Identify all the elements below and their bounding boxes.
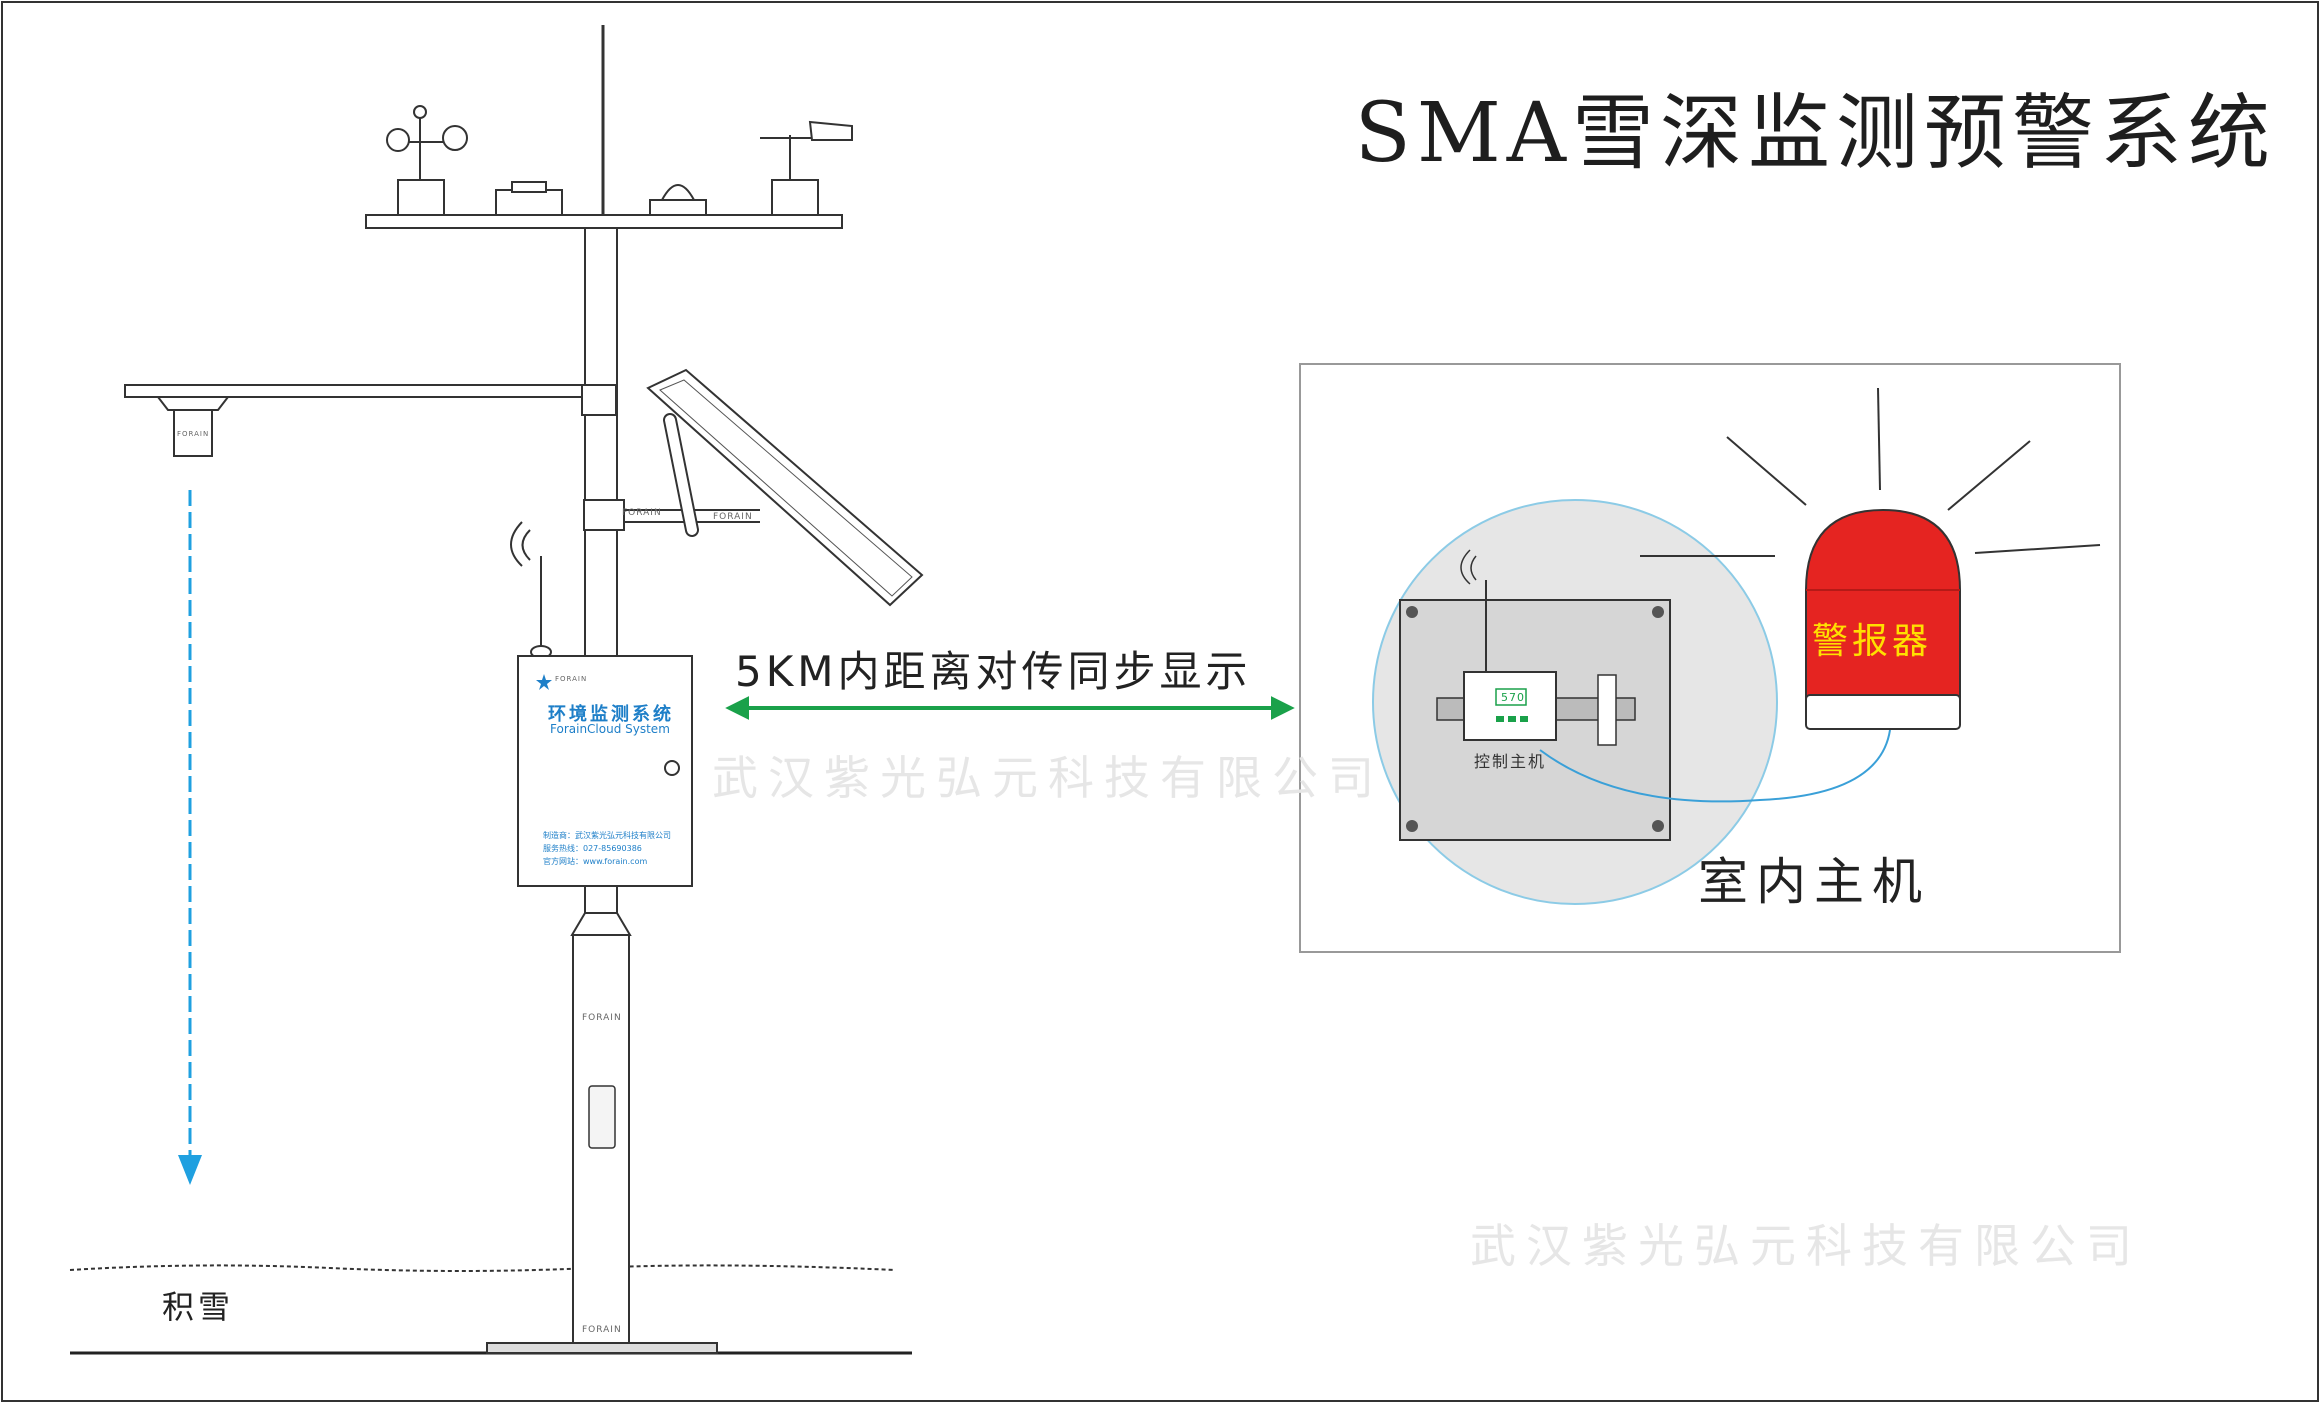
alarm-label: 警报器 (1812, 621, 1933, 662)
control-cabinet (517, 655, 693, 887)
arm-brand: FORAIN (622, 508, 662, 518)
cabinet-phone: 服务热线：027-85690386 (543, 844, 642, 853)
controller-display (1495, 688, 1527, 706)
cabinet-brand: FORAIN (555, 675, 588, 683)
cabinet-website: 官方网站：www.forain.com (543, 857, 648, 866)
page-title: SMA雪深监测预警系统 (1354, 86, 2276, 181)
link-label: 5KM内距离对传同步显示 (735, 647, 1252, 696)
controller-unit (1463, 671, 1557, 741)
anemometer-sensor (386, 105, 468, 216)
pole-brand: FORAIN (582, 1013, 622, 1023)
alarm-ray (1877, 387, 1881, 491)
sensor-brand: FORAIN (177, 430, 210, 438)
indoor-host-panel (1299, 363, 2121, 953)
cabinet-title: 环境监测系统 (548, 704, 674, 725)
measure-arrowhead (178, 1155, 202, 1185)
solar-panel-frame (646, 368, 924, 607)
beacon-dome (1805, 508, 1961, 706)
watermark: 武汉紫光弘元科技有限公司 (1470, 1219, 2142, 1273)
sensor-crossarm (365, 105, 853, 229)
wind-vane-sensor (760, 120, 853, 216)
indoor-host-label: 室内主机 (1698, 853, 1930, 911)
arm-brand: FORAIN (713, 512, 753, 522)
alarm-ray (1726, 436, 1807, 506)
pole-base (486, 1342, 718, 1354)
relay-module (1597, 674, 1617, 746)
controller-display-value: 570 (1501, 691, 1525, 704)
sensor-arm (124, 384, 586, 398)
snow-surface-line (69, 1264, 896, 1272)
alarm-ray (1947, 440, 2031, 511)
top-crossarm (365, 214, 843, 229)
snow-label: 积雪 (162, 1288, 235, 1326)
pole-brand: FORAIN (582, 1325, 622, 1335)
beacon-base (1805, 694, 1961, 730)
cabinet-body (517, 655, 693, 887)
radiation-sensor (649, 184, 707, 216)
snow-depth-arm (124, 384, 617, 1185)
cabinet-lock (664, 760, 680, 776)
alarm-beacon (1640, 387, 2101, 730)
ultrasonic-sensor-head (155, 396, 231, 411)
alarm-cable (1539, 729, 1891, 803)
cabinet-antenna (510, 521, 552, 659)
alarm-ray (1974, 544, 2101, 554)
pole-joint (570, 912, 632, 936)
cabinet-subtitle: ForainCloud System (550, 722, 670, 736)
watermark: 武汉紫光弘元科技有限公司 (712, 751, 1384, 805)
cabinet-manufacturer: 制造商：武汉紫光弘元科技有限公司 (543, 831, 671, 840)
gauge-sensor (495, 181, 563, 216)
ultrasonic-sensor-body (173, 409, 213, 457)
pole-access-door (588, 1085, 616, 1149)
solar-panel (583, 368, 924, 607)
controller-label: 控制主机 (1474, 752, 1547, 771)
